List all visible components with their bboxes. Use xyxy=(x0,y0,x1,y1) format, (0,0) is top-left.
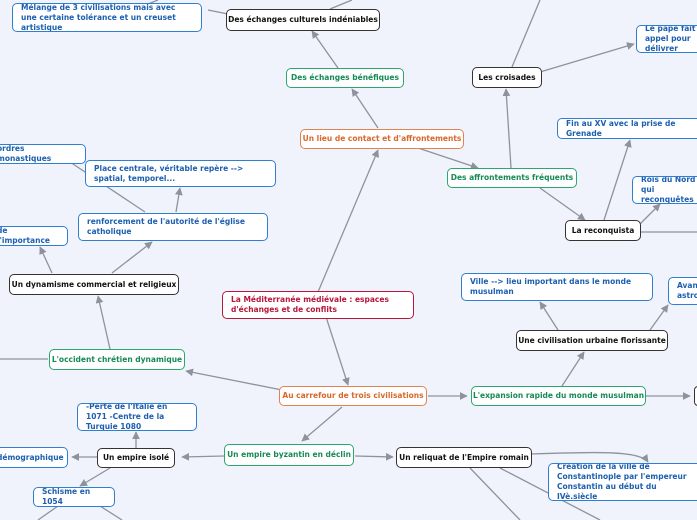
node-lieu-contact[interactable]: Un lieu de contact et d'affrontements xyxy=(300,129,464,149)
edge-dynamisme-renforcement xyxy=(111,241,153,274)
edge-reconquista-rois xyxy=(639,203,661,225)
node-perte[interactable]: -Perte de l'Italie en 1071 -Centre de la… xyxy=(77,403,197,431)
node-ville[interactable]: Ville --> lieu important dans le monde m… xyxy=(461,273,653,301)
edge-affrontements-croisades xyxy=(502,88,512,169)
node-occident[interactable]: L'occident chrétien dynamique xyxy=(49,349,185,370)
edge-reconquista-fin xyxy=(603,139,632,221)
edge-expansion-civilisation xyxy=(561,351,585,387)
edge-renforcement-ordres xyxy=(69,161,146,213)
edge-reliquat-down xyxy=(469,467,521,520)
node-ordres[interactable]: ordres monastiques xyxy=(0,144,86,164)
node-reliquat[interactable]: Un reliquat de l'Empire romain xyxy=(396,447,532,468)
node-rois-nord[interactable]: Rois du Nord qui reconquêtes xyxy=(632,176,697,204)
node-fin-xv[interactable]: Fin au XV avec la prise de Grenade xyxy=(557,118,697,139)
node-reconquista[interactable]: La reconquista xyxy=(565,220,641,241)
node-importance[interactable]: de l'importance xyxy=(0,226,68,246)
node-place-centrale[interactable]: Place centrale, véritable repère --> spa… xyxy=(85,160,276,187)
node-partial-right[interactable] xyxy=(694,386,697,406)
node-demographique[interactable]: démographique xyxy=(0,447,68,468)
edge-renforcement-place xyxy=(174,187,183,213)
edge-carrefour-occident xyxy=(185,368,283,391)
edge-civilisation-avancees xyxy=(649,304,669,331)
edge-culturels-melange xyxy=(207,9,229,15)
node-civilisation-urbaine[interactable]: Une civilisation urbaine florissante xyxy=(516,330,668,351)
central-topic[interactable]: La Méditerranée médiévale : espaces d'éc… xyxy=(222,291,414,319)
edge-carrefour-byzantin xyxy=(301,406,343,442)
edge-affrontements-reconquista xyxy=(539,187,586,221)
node-melange[interactable]: Mélange de 3 civilisations mais avec une… xyxy=(12,3,202,32)
node-croisades[interactable]: Les croisades xyxy=(472,67,542,88)
edge-reliquat-constantinople xyxy=(529,451,649,463)
edge-croisades-up xyxy=(511,0,541,68)
edge-central-lieu xyxy=(317,149,379,293)
node-affrontements[interactable]: Des affrontements fréquents xyxy=(447,168,577,188)
edge-schisme-left xyxy=(37,505,59,520)
node-carrefour[interactable]: Au carrefour de trois civilisations xyxy=(279,386,427,406)
edge-schisme-right xyxy=(99,505,123,520)
node-dynamisme[interactable]: Un dynamisme commercial et religieux xyxy=(9,274,179,295)
node-renforcement[interactable]: renforcement de l'autorité de l'église c… xyxy=(78,213,268,241)
node-echanges-benefiques[interactable]: Des échanges bénéfiques xyxy=(286,68,404,88)
node-avancees[interactable]: Avancées astronomie xyxy=(668,277,697,305)
node-pape[interactable]: Le pape fait appel pour délivrer xyxy=(636,25,697,53)
edge-dynamisme-importance xyxy=(39,246,53,274)
edge-occident-dynamisme xyxy=(95,295,111,350)
node-echanges-culturels[interactable]: Des échanges culturels indéniables xyxy=(226,9,380,31)
edge-lieu-benefiques xyxy=(351,88,379,129)
node-byzantin[interactable]: Un empire byzantin en déclin xyxy=(224,444,354,466)
edge-lieu-affrontements xyxy=(417,147,479,170)
node-expansion[interactable]: L'expansion rapide du monde musulman xyxy=(471,386,646,406)
node-isole[interactable]: Un empire isolé xyxy=(97,448,175,468)
edge-byzantin-isole xyxy=(181,452,225,461)
edge-byzantin-reliquat xyxy=(354,452,394,461)
node-schisme[interactable]: Schisme en 1054 xyxy=(33,487,115,507)
edge-croisades-pape xyxy=(539,42,635,73)
edge-civilisation-ville xyxy=(539,301,559,331)
node-constantinople[interactable]: Création de la ville de Constantinople p… xyxy=(548,463,697,501)
edge-isole-schisme xyxy=(79,467,111,487)
edge-culturels-up xyxy=(329,0,353,10)
edge-benefiques-culturels xyxy=(311,30,339,69)
